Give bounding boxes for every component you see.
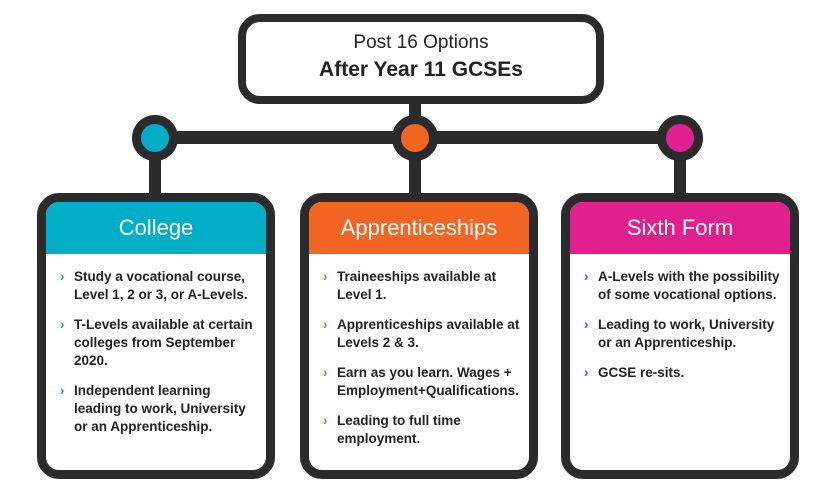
list-item: › Traineeships available at Level 1. xyxy=(323,268,523,304)
node-apprenticeships xyxy=(392,115,438,161)
item-text: Study a vocational course, Level 1, 2 or… xyxy=(74,269,248,302)
chevron-right-icon: › xyxy=(584,269,589,284)
item-text: Apprenticeships available at Levels 2 & … xyxy=(337,317,520,350)
chevron-right-icon: › xyxy=(323,317,328,332)
list-item: › Study a vocational course, Level 1, 2 o… xyxy=(60,268,260,304)
chevron-right-icon: › xyxy=(60,383,65,398)
card-header: Sixth Form xyxy=(570,202,790,254)
node-sixth-form xyxy=(657,115,703,161)
node-college xyxy=(132,115,178,161)
list-item: › Earn as you learn. Wages + Employment+Q… xyxy=(323,364,523,400)
card-header: Apprenticeships xyxy=(309,202,529,254)
list-item: › Apprenticeships available at Levels 2 &… xyxy=(323,316,523,352)
chevron-right-icon: › xyxy=(323,365,328,380)
chevron-right-icon: › xyxy=(584,317,589,332)
chevron-right-icon: › xyxy=(60,269,65,284)
list-item: › Leading to work, University or an Appre… xyxy=(584,316,784,352)
list-item: › Leading to full time employment. xyxy=(323,412,523,448)
chevron-right-icon: › xyxy=(60,317,65,332)
chevron-right-icon: › xyxy=(323,413,328,428)
item-text: GCSE re-sits. xyxy=(598,365,685,380)
title-line2: After Year 11 GCSEs xyxy=(319,58,523,81)
card-apprenticeships: Apprenticeships › Traineeships available … xyxy=(300,193,538,479)
item-text: A-Levels with the possibility of some vo… xyxy=(598,269,780,302)
chevron-right-icon: › xyxy=(323,269,328,284)
item-text: Independent learning leading to work, Un… xyxy=(74,383,246,434)
item-text: Traineeships available at Level 1. xyxy=(337,269,497,302)
card-college: College › Study a vocational course, Leve… xyxy=(37,193,275,479)
card-header: College xyxy=(46,202,266,254)
chevron-right-icon: › xyxy=(584,365,589,380)
title-line1: Post 16 Options xyxy=(353,32,489,53)
item-text: Leading to full time employment. xyxy=(337,413,461,446)
title-box: Post 16 Options After Year 11 GCSEs xyxy=(238,14,604,104)
list-item: › T-Levels available at certain colleges … xyxy=(60,316,260,370)
card-sixth-form: Sixth Form › A-Levels with the possibilit… xyxy=(561,193,799,479)
item-text: Leading to work, University or an Appren… xyxy=(598,317,775,350)
item-text: Earn as you learn. Wages + Employment+Qu… xyxy=(337,365,519,398)
item-text: T-Levels available at certain colleges f… xyxy=(74,317,253,368)
list-item: › A-Levels with the possibility of some v… xyxy=(584,268,784,304)
list-item: › Independent learning leading to work, U… xyxy=(60,382,260,436)
list-item: › GCSE re-sits. xyxy=(584,364,784,382)
